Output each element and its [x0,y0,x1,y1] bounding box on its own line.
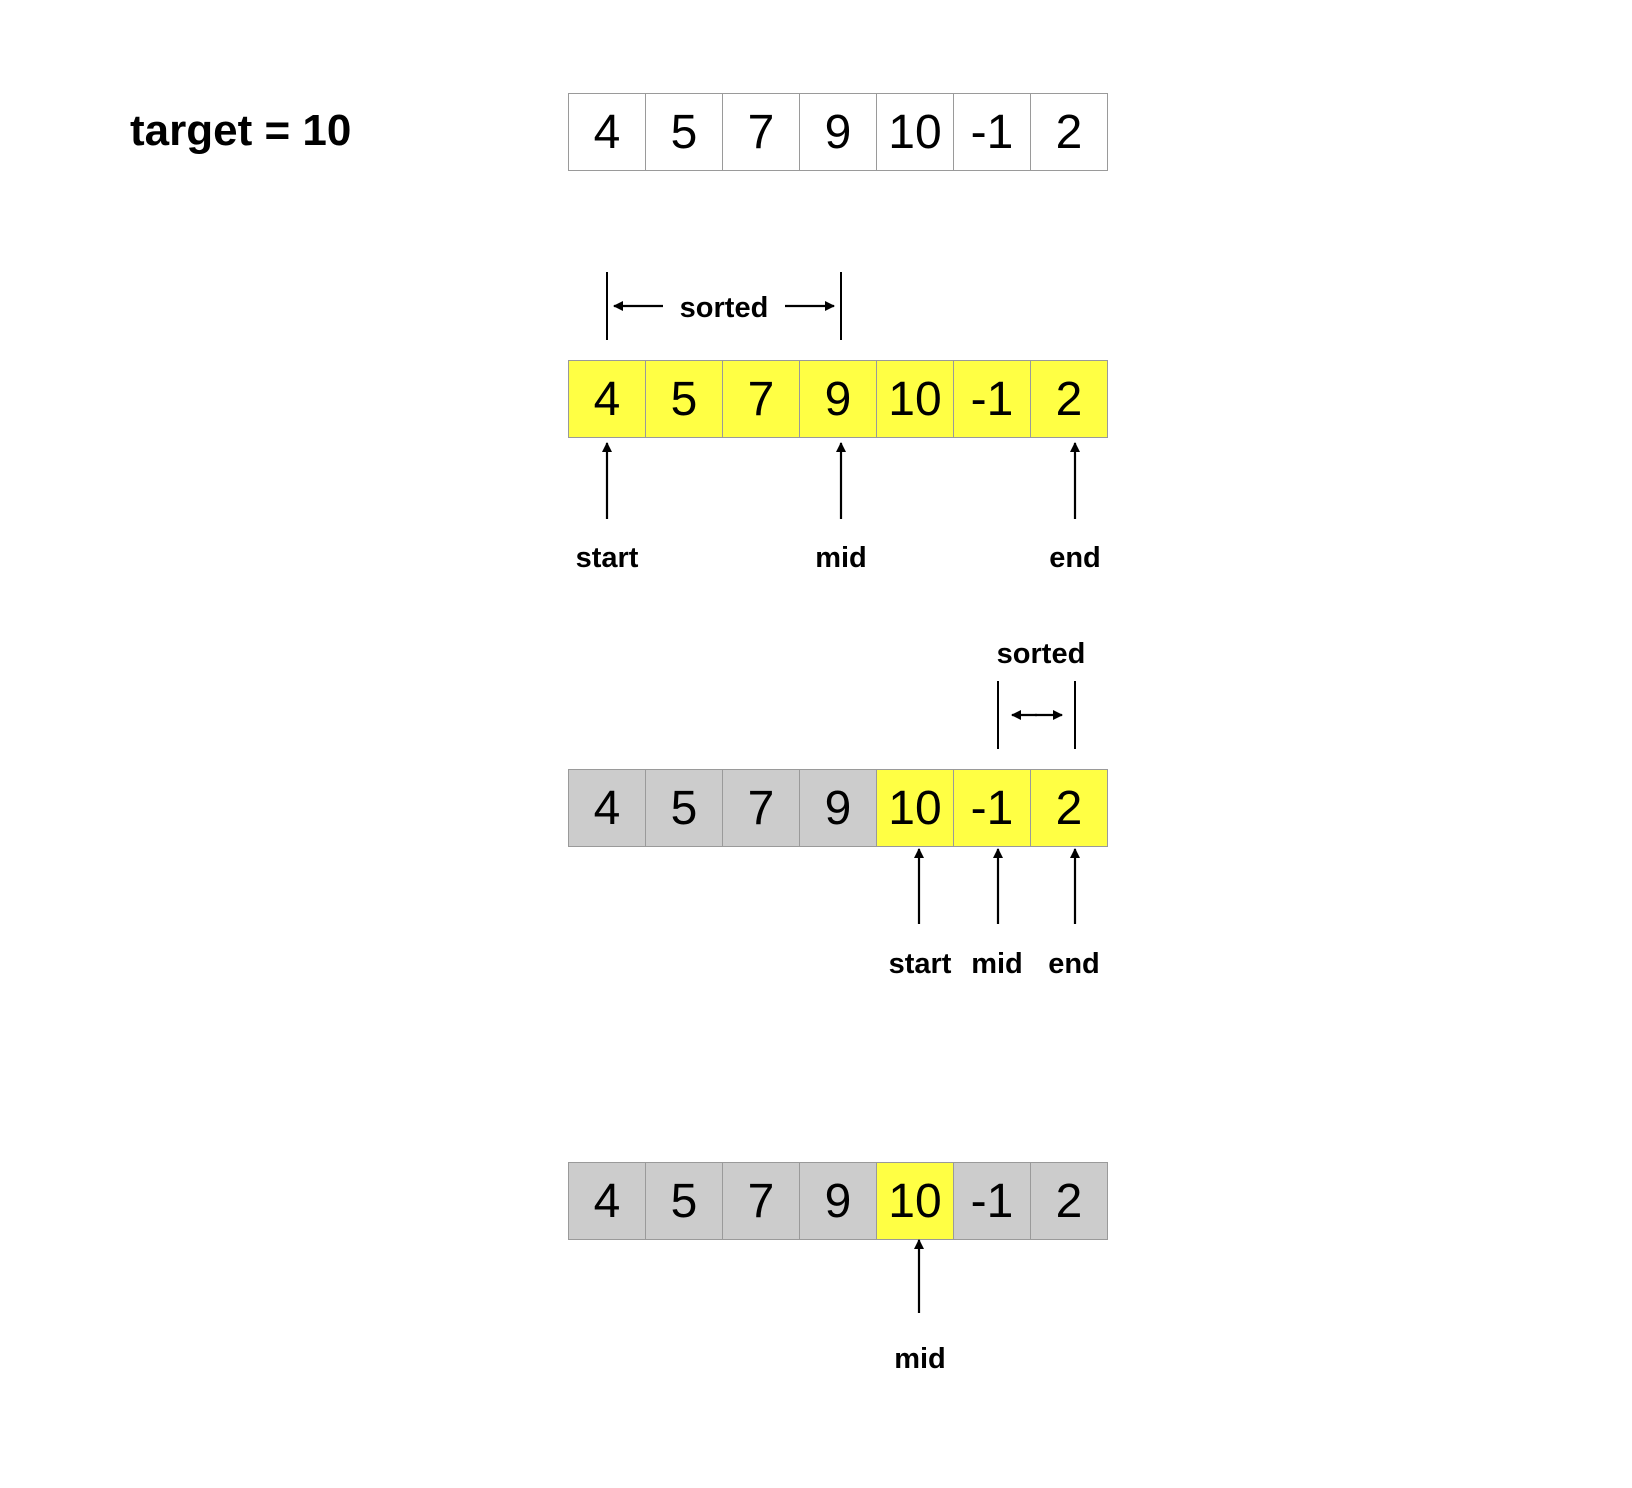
array-cell: -1 [953,1162,1031,1240]
target-label: target = 10 [130,106,352,155]
pointer-label-end: end [1049,542,1101,574]
array-cell: 5 [645,360,723,438]
array-cell: 9 [799,93,877,171]
array-row-step-1: 4 5 7 9 10 -1 2 [568,360,1108,438]
pointer-label-mid: mid [971,948,1023,980]
array-cell: 10 [876,360,954,438]
array-cell: 2 [1030,360,1108,438]
array-row-step-2: 4 5 7 9 10 -1 2 [568,769,1108,847]
array-cell: 7 [722,769,800,847]
array-cell: -1 [953,93,1031,171]
sorted-label: sorted [997,638,1086,670]
array-cell: 7 [722,93,800,171]
array-cell: 2 [1030,93,1108,171]
array-cell: 5 [645,769,723,847]
array-cell: 4 [568,93,646,171]
array-cell: 4 [568,360,646,438]
pointer-label-mid: mid [815,542,867,574]
pointer-label-start: start [889,948,952,980]
array-cell: -1 [953,769,1031,847]
array-cell: 10 [876,93,954,171]
pointer-label-mid: mid [894,1343,946,1375]
array-row-step-3: 4 5 7 9 10 -1 2 [568,1162,1108,1240]
array-cell: 4 [568,769,646,847]
array-cell: 4 [568,1162,646,1240]
array-cell: -1 [953,360,1031,438]
sorted-label: sorted [680,292,769,324]
array-cell: 7 [722,1162,800,1240]
array-cell: 2 [1030,1162,1108,1240]
pointer-label-end: end [1048,948,1100,980]
array-cell: 5 [645,1162,723,1240]
array-cell: 9 [799,1162,877,1240]
array-row-initial: 4 5 7 9 10 -1 2 [568,93,1108,171]
pointer-label-start: start [576,542,639,574]
array-cell: 9 [799,769,877,847]
array-cell: 2 [1030,769,1108,847]
array-cell: 9 [799,360,877,438]
